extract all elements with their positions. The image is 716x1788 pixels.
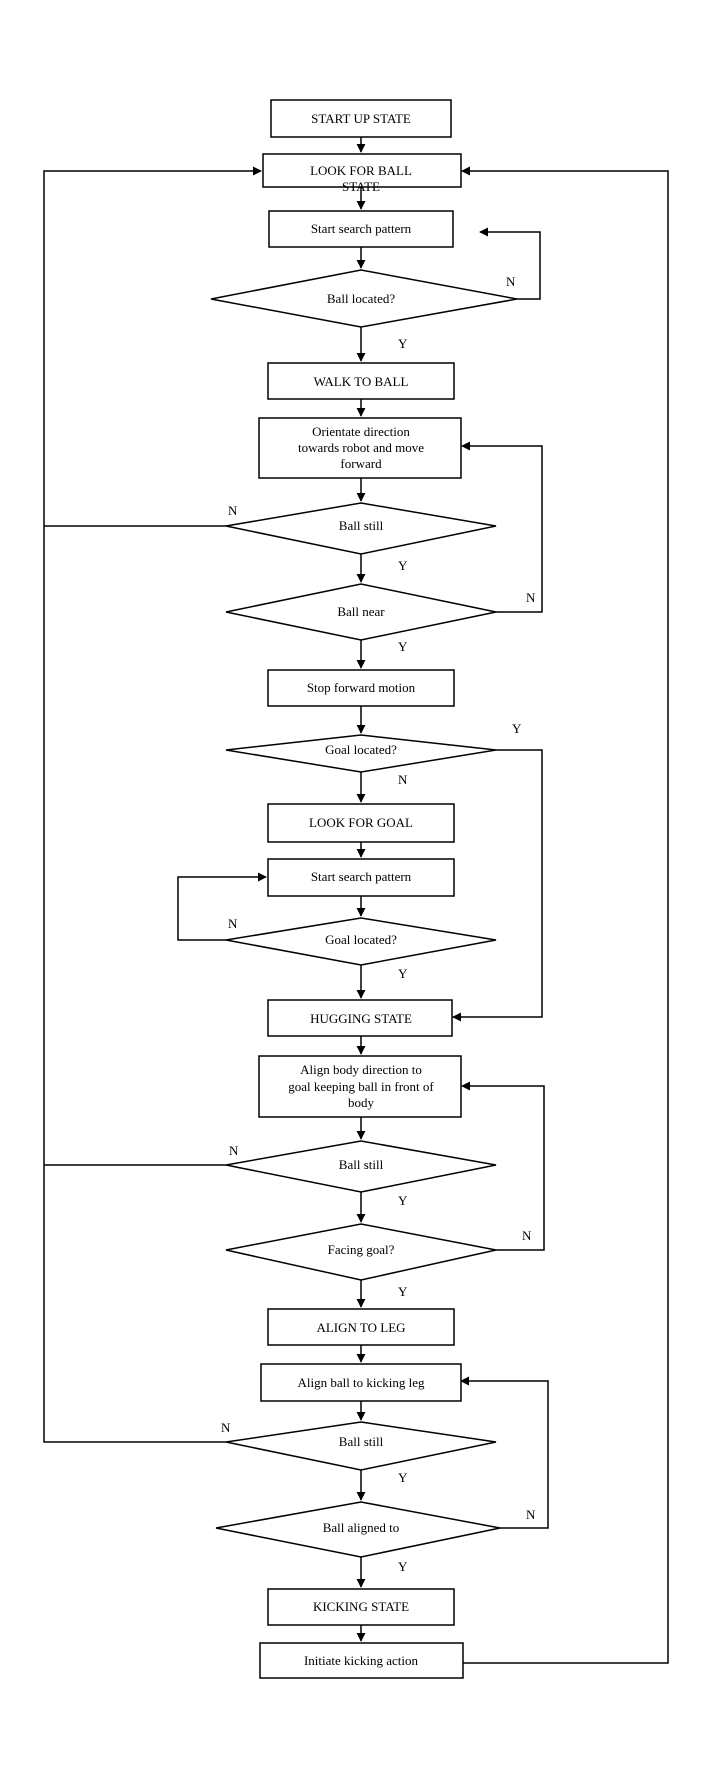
look-for-ball-label-line2: STATE — [342, 179, 380, 194]
start-up-state-label: START UP STATE — [311, 111, 411, 126]
loop-ball-aligned-no — [460, 1376, 549, 1529]
label-no-ball-near: N — [526, 590, 536, 605]
decision-ball-still-2: Ball still — [225, 1140, 497, 1193]
label-yes-ball-still-1: Y — [398, 558, 408, 573]
start-search-pattern-box-2: Start search pattern — [267, 858, 455, 897]
decision-goal-located-1: Goal located? — [225, 734, 497, 773]
stop-forward-motion-box: Stop forward motion — [267, 669, 455, 707]
decision-facing-goal: Facing goal? — [225, 1223, 497, 1281]
decision-ball-near: Ball near — [225, 583, 497, 641]
hugging-state-label: HUGGING STATE — [310, 1011, 412, 1026]
start-search-pattern-label-1: Start search pattern — [311, 221, 412, 236]
kicking-state-box: KICKING STATE — [267, 1588, 455, 1626]
orientate-label-line3: forward — [340, 456, 382, 471]
decision-ball-aligned-label: Ball aligned to — [323, 1520, 400, 1535]
align-body-box: Align body direction to goal keeping bal… — [258, 1055, 462, 1118]
label-yes-facing-goal: Y — [398, 1284, 408, 1299]
hugging-state-box: HUGGING STATE — [267, 999, 453, 1037]
decision-ball-still-2-label: Ball still — [339, 1157, 384, 1172]
decision-ball-still-1-label: Ball still — [339, 518, 384, 533]
label-no-ball-located: N — [506, 274, 516, 289]
return-kick-to-look-for-ball — [461, 166, 669, 1664]
start-search-pattern-label-2: Start search pattern — [311, 869, 412, 884]
align-body-label-line3: body — [348, 1095, 375, 1110]
return-left-to-look-for-ball — [43, 166, 262, 1443]
stop-forward-motion-label: Stop forward motion — [307, 680, 416, 695]
decision-goal-located-2-label: Goal located? — [325, 932, 397, 947]
decision-ball-located-label: Ball located? — [327, 291, 395, 306]
align-body-label-line2: goal keeping ball in front of — [288, 1079, 434, 1094]
label-yes-ball-located: Y — [398, 336, 408, 351]
label-yes-goal-located-1: Y — [512, 721, 522, 736]
align-to-leg-label: ALIGN TO LEG — [316, 1320, 405, 1335]
label-yes-goal-located-2: Y — [398, 966, 408, 981]
decision-ball-near-label: Ball near — [337, 604, 385, 619]
kicking-state-label: KICKING STATE — [313, 1599, 409, 1614]
decision-ball-located: Ball located? — [210, 269, 518, 328]
connectors — [43, 137, 669, 1664]
label-no-facing-goal: N — [522, 1228, 532, 1243]
label-yes-ball-still-3: Y — [398, 1470, 408, 1485]
start-search-pattern-box-1: Start search pattern — [268, 210, 454, 248]
decision-ball-aligned: Ball aligned to — [215, 1501, 501, 1558]
look-for-goal-box: LOOK FOR GOAL — [267, 803, 455, 843]
label-yes-ball-near: Y — [398, 639, 408, 654]
decision-goal-located-1-label: Goal located? — [325, 742, 397, 757]
look-for-ball-state-box: LOOK FOR BALL STATE — [262, 153, 462, 194]
decision-ball-still-3: Ball still — [225, 1421, 497, 1471]
decision-facing-goal-label: Facing goal? — [328, 1242, 395, 1257]
align-body-label-line1: Align body direction to — [300, 1062, 422, 1077]
label-no-goal-located-1: N — [398, 772, 408, 787]
look-for-ball-label-line1: LOOK FOR BALL — [310, 163, 412, 178]
label-no-ball-still-3: N — [221, 1420, 231, 1435]
decision-ball-still-1: Ball still — [225, 502, 497, 555]
label-no-goal-located-2: N — [228, 916, 238, 931]
align-ball-to-kicking-leg-box: Align ball to kicking leg — [260, 1363, 462, 1402]
initiate-kicking-action-label: Initiate kicking action — [304, 1653, 419, 1668]
decision-goal-located-2: Goal located? — [225, 917, 497, 966]
loop-ball-located-no — [479, 227, 541, 300]
orientate-box: Orientate direction towards robot and mo… — [258, 417, 462, 479]
start-up-state-box: START UP STATE — [270, 99, 452, 138]
label-no-ball-still-1: N — [228, 503, 238, 518]
label-yes-ball-aligned: Y — [398, 1559, 408, 1574]
walk-to-ball-box: WALK TO BALL — [267, 362, 455, 400]
orientate-label-line1: Orientate direction — [312, 424, 410, 439]
loop-facing-goal-no — [461, 1081, 545, 1251]
decision-ball-still-3-label: Ball still — [339, 1434, 384, 1449]
align-to-leg-box: ALIGN TO LEG — [267, 1308, 455, 1346]
label-yes-ball-still-2: Y — [398, 1193, 408, 1208]
label-no-ball-still-2: N — [229, 1143, 239, 1158]
orientate-label-line2: towards robot and move — [298, 440, 424, 455]
walk-to-ball-label: WALK TO BALL — [314, 374, 409, 389]
loop-ball-near-no — [461, 441, 543, 613]
align-ball-to-kicking-leg-label: Align ball to kicking leg — [297, 1375, 425, 1390]
loop-goal-located-2-no — [177, 872, 267, 941]
initiate-kicking-action-box: Initiate kicking action — [259, 1642, 464, 1679]
branch-labels: N Y N Y N Y Y N N Y N Y N Y N Y N Y — [221, 274, 536, 1574]
look-for-goal-label: LOOK FOR GOAL — [309, 815, 413, 830]
branch-goal-located-yes — [452, 749, 543, 1022]
label-no-ball-aligned: N — [526, 1507, 536, 1522]
